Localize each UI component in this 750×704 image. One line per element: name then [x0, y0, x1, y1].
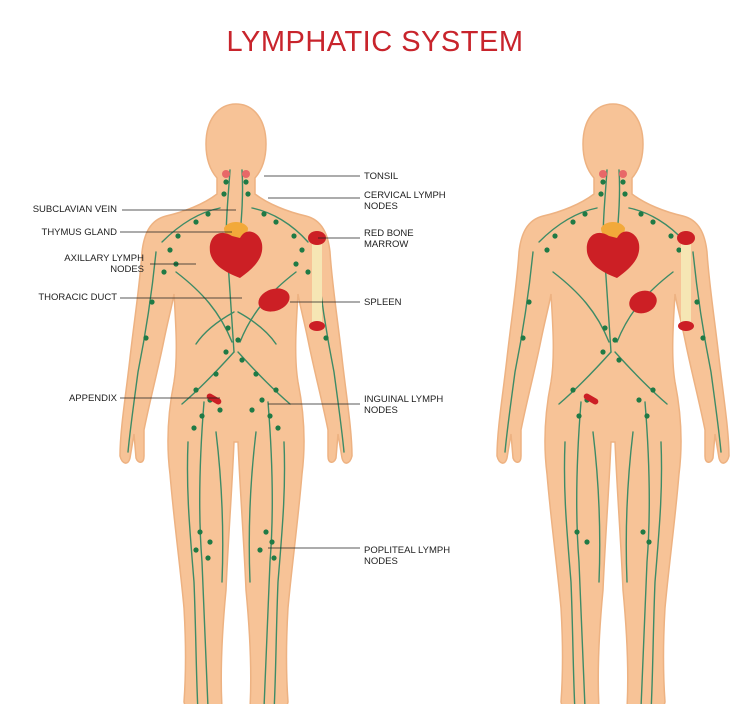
- figure-front-unlabeled: [496, 103, 730, 704]
- heart: [209, 231, 263, 278]
- label-inguinal-lymph-nodes: INGUINAL LYMPH NODES: [364, 394, 444, 416]
- label-red-bone-marrow: RED BONE MARROW: [364, 228, 414, 250]
- humerus-bone: [308, 231, 326, 331]
- label-subclavian-vein: SUBCLAVIAN VEIN: [32, 204, 117, 215]
- label-spleen: SPLEEN: [364, 297, 402, 308]
- label-axillary-lymph-nodes: AXILLARY LYMPH NODES: [64, 253, 144, 275]
- label-popliteal-lymph-nodes: POPLITEAL LYMPH NODES: [364, 545, 451, 567]
- label-cervical-lymph-nodes: CERVICAL LYMPH NODES: [364, 190, 446, 212]
- label-thymus-gland: THYMUS GLAND: [41, 227, 117, 238]
- thymus-gland: [224, 222, 248, 239]
- label-thoracic-duct: THORACIC DUCT: [38, 292, 117, 303]
- tonsils: [222, 170, 250, 178]
- figure-front-labeled: [119, 103, 353, 704]
- leader-lines: [120, 175, 360, 549]
- label-tonsil: TONSIL: [364, 171, 399, 182]
- spleen: [258, 288, 290, 312]
- label-appendix: APPENDIX: [68, 393, 117, 404]
- appendix: [206, 393, 222, 405]
- diagram-title: LYMPHATIC SYSTEM: [226, 26, 524, 58]
